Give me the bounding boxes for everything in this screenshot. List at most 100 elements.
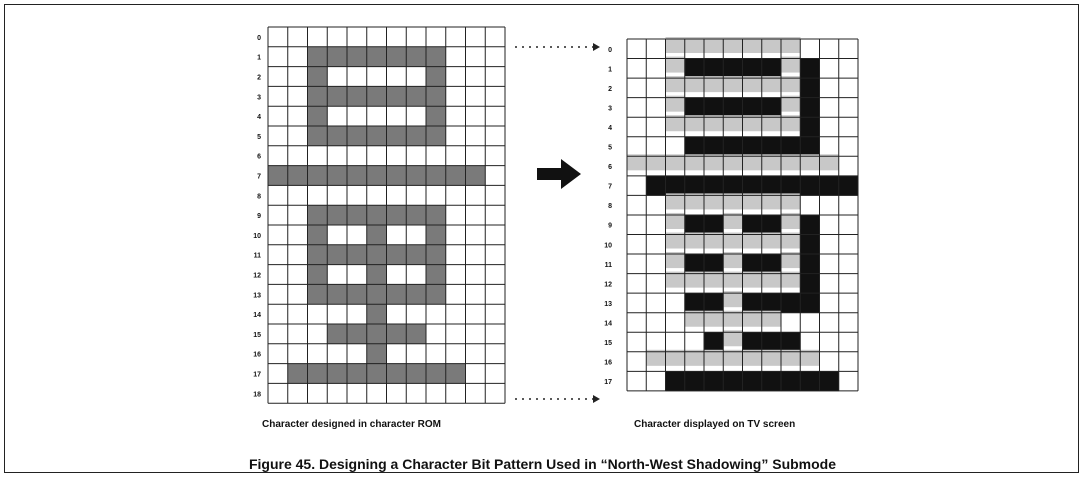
rom-pixel xyxy=(327,363,348,384)
shadow-pixel xyxy=(723,136,743,157)
rom-pixel xyxy=(307,244,328,265)
row-label: 6 xyxy=(257,154,261,161)
rom-pixel xyxy=(307,205,328,226)
rom-pixel xyxy=(406,165,427,186)
shadow-pixel xyxy=(761,97,782,118)
shadow-pixel xyxy=(665,371,686,392)
shadow-pixel xyxy=(761,293,782,313)
row-label: 15 xyxy=(253,332,261,339)
rom-pixel xyxy=(366,165,387,186)
shadow-pixel xyxy=(646,175,666,196)
shadow-pixel xyxy=(800,136,820,157)
display-pixel xyxy=(684,271,705,288)
transform-arrow-icon xyxy=(537,159,581,189)
shadow-pixel xyxy=(704,136,724,157)
row-label: 1 xyxy=(257,55,261,62)
shadow-pixel xyxy=(704,214,724,235)
shadow-pixel xyxy=(761,214,782,235)
rom-pixel xyxy=(366,284,387,305)
connector-arrowhead-top xyxy=(593,43,600,51)
rom-pixel xyxy=(386,244,407,265)
row-label: 16 xyxy=(253,352,261,359)
shadow-pixel xyxy=(684,175,705,196)
display-pixel xyxy=(742,310,763,327)
shadow-pixel xyxy=(723,58,743,79)
rom-pixel xyxy=(366,324,387,345)
display-pixel xyxy=(723,193,743,210)
display-pixel xyxy=(761,37,782,54)
rom-pixel xyxy=(327,165,348,186)
rom-pixel xyxy=(307,126,328,147)
rom-pixel xyxy=(366,264,387,285)
display-pixel xyxy=(665,154,686,171)
display-pixel xyxy=(781,95,801,112)
row-label: 11 xyxy=(254,253,262,260)
figure-frame xyxy=(4,4,1079,473)
row-label: 7 xyxy=(257,174,261,181)
shadow-pixel xyxy=(742,332,763,353)
display-pixel xyxy=(704,37,724,54)
display-pixel xyxy=(646,349,666,366)
shadow-pixel xyxy=(761,175,782,196)
rom-pixel xyxy=(426,264,447,285)
rom-pixel xyxy=(386,126,407,147)
rom-pixel xyxy=(386,324,407,345)
rom-pixel xyxy=(347,363,368,384)
display-pixel xyxy=(742,115,763,132)
rom-pixel xyxy=(347,284,368,305)
display-pixel xyxy=(665,252,686,269)
rom-pixel xyxy=(327,205,348,226)
display-pixel xyxy=(723,252,743,269)
display-pixel xyxy=(761,349,782,366)
display-pixel xyxy=(761,154,782,171)
rom-pixel xyxy=(426,86,447,107)
rom-pixel xyxy=(307,46,328,67)
row-label: 13 xyxy=(604,301,612,308)
display-pixel xyxy=(761,271,782,288)
connector-arrowhead-bottom xyxy=(593,395,600,403)
rom-pixel xyxy=(366,244,387,265)
shadow-pixel xyxy=(742,254,763,274)
rom-pixel xyxy=(386,86,407,107)
right-caption: Character displayed on TV screen xyxy=(634,419,796,430)
rom-pixel xyxy=(287,363,308,384)
left-caption: Character designed in character ROM xyxy=(262,419,441,430)
figure-title: Figure 45. Designing a Character Bit Pat… xyxy=(248,456,837,472)
display-pixel xyxy=(665,95,686,112)
display-pixel xyxy=(742,154,763,171)
shadow-pixel xyxy=(704,58,724,79)
row-label: 5 xyxy=(257,134,261,141)
rom-pixel xyxy=(347,244,368,265)
display-pixel xyxy=(723,115,743,132)
rom-pixel xyxy=(366,304,387,325)
rom-pixel xyxy=(366,363,387,384)
shadow-pixel xyxy=(819,371,840,392)
row-label: 0 xyxy=(257,35,261,42)
rom-pixel xyxy=(327,46,348,67)
display-pixel xyxy=(646,154,666,171)
rom-pixel xyxy=(327,86,348,107)
display-pixel xyxy=(742,232,763,249)
shadow-pixel xyxy=(684,58,705,79)
row-label: 4 xyxy=(608,125,612,132)
row-label: 3 xyxy=(608,105,612,112)
shadow-pixel xyxy=(742,97,763,118)
row-label: 5 xyxy=(608,145,612,152)
rom-pixel xyxy=(465,165,486,186)
row-label: 17 xyxy=(604,379,612,386)
row-label: 10 xyxy=(253,233,261,240)
rom-pixel xyxy=(426,126,447,147)
rom-pixel xyxy=(366,225,387,246)
rom-pixel xyxy=(307,66,328,87)
display-pixel xyxy=(665,76,686,93)
shadow-pixel xyxy=(761,371,782,392)
display-pixel xyxy=(761,115,782,132)
display-pixel xyxy=(684,115,705,132)
display-pixel xyxy=(800,154,820,171)
shadow-pixel xyxy=(684,136,705,157)
row-label: 18 xyxy=(253,391,261,398)
display-pixel xyxy=(684,193,705,210)
display-pixel xyxy=(627,154,647,171)
shadow-pixel xyxy=(704,254,724,274)
display-pixel xyxy=(684,310,705,327)
